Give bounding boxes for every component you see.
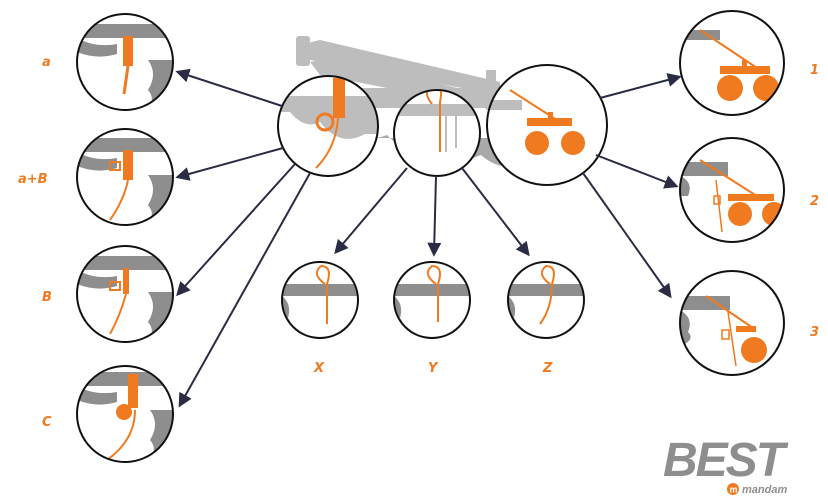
detail-tine-main: [393, 89, 481, 177]
brand-name: BEST: [663, 434, 789, 487]
arrow-to-2: [595, 154, 679, 189]
detail-x: [281, 261, 359, 339]
detail-roller-main: [486, 64, 608, 186]
brand-logo: BEST m mandam: [663, 434, 791, 496]
detail-shank-main: [277, 75, 379, 177]
label-z: Z: [542, 361, 553, 376]
detail-b: [76, 245, 174, 343]
detail-1: [679, 10, 785, 116]
label-2: 2: [810, 194, 819, 209]
arrow-to-a: [175, 68, 283, 107]
detail-y: [393, 261, 471, 339]
label-c: C: [42, 415, 52, 430]
label-y: Y: [428, 361, 439, 376]
label-1: 1: [810, 63, 819, 78]
label-b: B: [42, 290, 52, 305]
detail-a-b: [76, 128, 174, 226]
brand-mark-letter: m: [730, 485, 738, 495]
arrow-to-z: [461, 167, 530, 257]
brand-sub: mandam: [742, 484, 787, 496]
arrow-to-x: [334, 167, 408, 255]
label-x: X: [313, 361, 325, 376]
detail-a: [76, 13, 174, 111]
arrow-to-1: [599, 73, 682, 99]
detail-3: [679, 270, 785, 376]
detail-c: [76, 365, 174, 463]
arrow-to-c: [178, 172, 311, 408]
arrow-to-3: [582, 172, 672, 299]
detail-z: [507, 261, 585, 339]
arrow-to-a-b: [175, 147, 284, 181]
label-a: a: [42, 55, 51, 70]
label-a-b: a+B: [18, 172, 48, 187]
label-3: 3: [810, 325, 819, 340]
arrow-to-y: [427, 175, 442, 257]
arrows: [175, 68, 682, 408]
brand-mark-icon: [727, 483, 739, 495]
arrow-to-b: [176, 163, 296, 297]
detail-2: [679, 137, 785, 243]
